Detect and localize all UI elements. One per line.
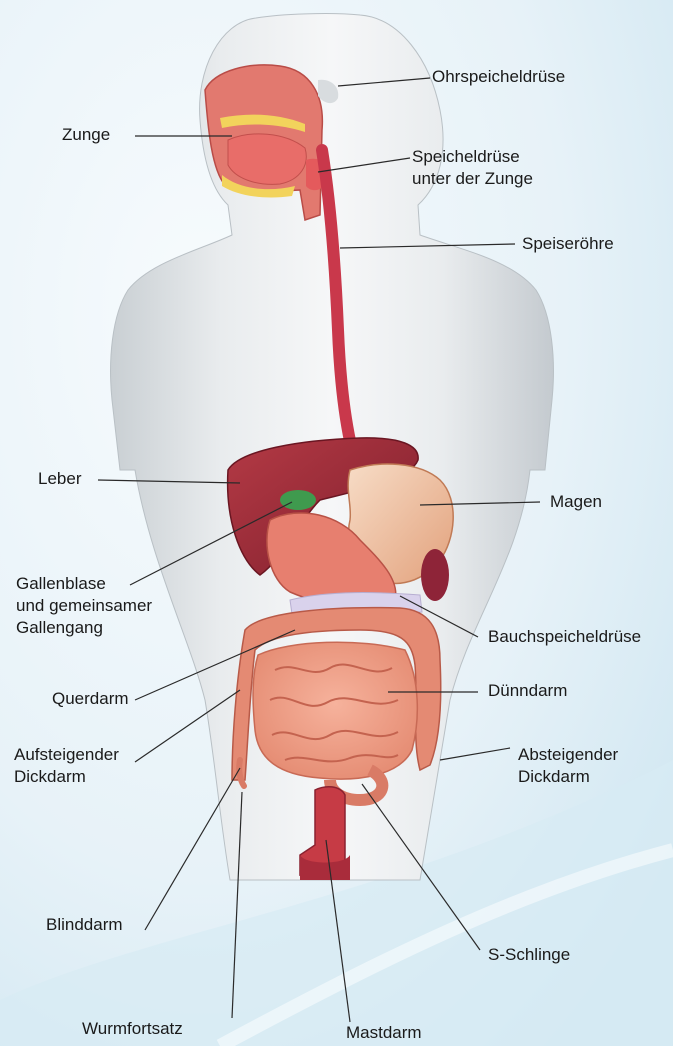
- tongue: [228, 134, 306, 184]
- label-leber: Leber: [38, 468, 81, 490]
- label-speicheldruese-unter-der-zunge: Speicheldrüse unter der Zunge: [412, 146, 533, 190]
- label-speicheldruese-line2: unter der Zunge: [412, 168, 533, 190]
- gallbladder: [280, 490, 316, 510]
- label-querdarm: Querdarm: [52, 688, 129, 710]
- label-gallenblase-line3: Gallengang: [16, 617, 152, 639]
- label-magen: Magen: [550, 491, 602, 513]
- label-duenndarm: Dünndarm: [488, 680, 567, 702]
- label-s-schlinge: S-Schlinge: [488, 944, 570, 966]
- label-absteigender-dickdarm: Absteigender Dickdarm: [518, 744, 618, 788]
- label-gallenblase-line1: Gallenblase: [16, 573, 152, 595]
- label-absteigender-line1: Absteigender: [518, 744, 618, 766]
- label-ohrspeicheldruese: Ohrspeicheldrüse: [432, 66, 565, 88]
- label-aufsteigender-line1: Aufsteigender: [14, 744, 119, 766]
- label-blinddarm: Blinddarm: [46, 914, 123, 936]
- label-gallenblase-line2: und gemeinsamer: [16, 595, 152, 617]
- label-mastdarm: Mastdarm: [346, 1022, 422, 1044]
- label-aufsteigender-dickdarm: Aufsteigender Dickdarm: [14, 744, 119, 788]
- label-absteigender-line2: Dickdarm: [518, 766, 618, 788]
- label-gallenblase: Gallenblase und gemeinsamer Gallengang: [16, 573, 152, 639]
- spleen: [421, 549, 449, 601]
- label-bauchspeicheldruese: Bauchspeicheldrüse: [488, 626, 641, 648]
- label-aufsteigender-line2: Dickdarm: [14, 766, 119, 788]
- label-speiseroehre: Speiseröhre: [522, 233, 614, 255]
- label-wurmfortsatz: Wurmfortsatz: [82, 1018, 183, 1040]
- label-speicheldruese-line1: Speicheldrüse: [412, 146, 533, 168]
- label-zunge: Zunge: [62, 124, 110, 146]
- small-intestine: [253, 642, 417, 779]
